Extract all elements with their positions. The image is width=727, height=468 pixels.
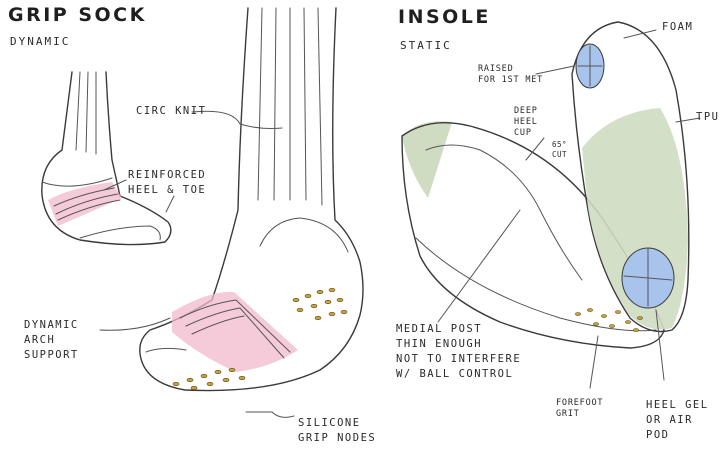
foam-label: FOAM <box>662 20 693 35</box>
dynamic-arch-label: DYNAMIC ARCH SUPPORT <box>24 318 79 363</box>
insole-top-sketch <box>572 22 689 332</box>
silicone-label: SILICONE GRIP NODES <box>298 416 376 446</box>
circ-knit-label: CIRC KNIT <box>136 104 206 119</box>
small-sock-sketch <box>42 72 171 245</box>
medial-post-label: MEDIAL POST THIN ENOUGH NOT TO INTERFERE… <box>396 322 521 382</box>
forefoot-grit-label: FOREFOOT GRIT <box>556 398 603 420</box>
large-sock-sketch <box>140 8 363 391</box>
insole-side-green-cup <box>402 121 452 198</box>
deep-heel-cup-label: DEEP HEEL CUP <box>514 106 538 139</box>
large-sock-pink-band <box>172 292 298 372</box>
tpu-label: TPU <box>696 110 719 125</box>
heel-gel-label: HEEL GEL OR AIR POD <box>646 398 709 443</box>
grip-sock-title: GRIP SOCK <box>8 4 147 26</box>
cut-angle-label: 65° CUT <box>552 140 567 160</box>
insole-subtitle: STATIC <box>400 38 452 53</box>
reinforced-label: REINFORCED HEEL & TOE <box>128 168 206 198</box>
insole-title: INSOLE <box>398 6 491 28</box>
raised-label: RAISED FOR 1ST MET <box>478 64 543 86</box>
grip-sock-subtitle: DYNAMIC <box>10 34 70 49</box>
